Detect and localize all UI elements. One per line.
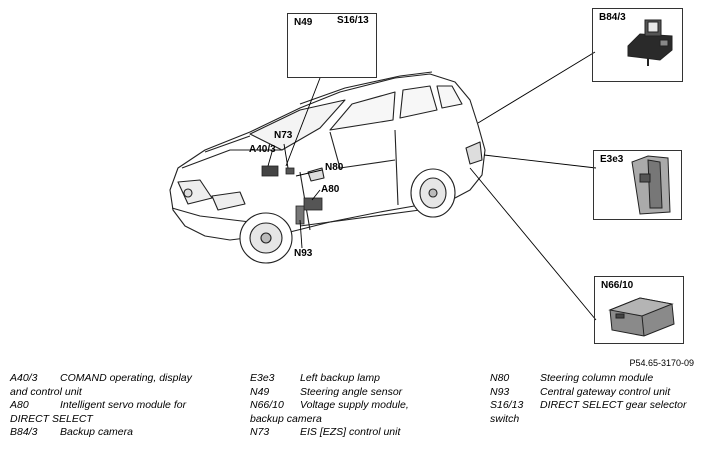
legend-desc-cont: DIRECT SELECT: [10, 412, 93, 425]
component-markers: [261, 165, 323, 225]
inset-n66: N66/10: [594, 276, 684, 344]
inset-b84: B84/3: [592, 8, 683, 82]
inset-label-b84: B84/3: [599, 12, 626, 23]
legend-desc: EIS [EZS] control unit: [300, 426, 401, 439]
a80-marker: [303, 197, 323, 211]
legend-desc: Voltage supply module,: [300, 399, 409, 412]
legend-item: S16/13 DIRECT SELECT gear selector: [490, 399, 686, 413]
legend-item: N49 Steering angle sensor: [250, 386, 409, 400]
voltage-module-illustration: [608, 297, 675, 337]
legend-item: N80 Steering column module: [490, 372, 686, 386]
vehicle-diagram: [169, 19, 675, 337]
legend-column-3: N80 Steering column module N93 Central g…: [490, 372, 686, 426]
legend-desc-cont: and control unit: [10, 385, 82, 398]
callout-n80: N80: [325, 162, 344, 173]
legend-code: A40/3: [10, 372, 38, 384]
legend-code: N80: [490, 372, 510, 384]
callout-n73: N73: [274, 130, 293, 141]
legend-desc: COMAND operating, display: [60, 372, 192, 384]
callout-a80: A80: [321, 184, 340, 195]
inset-label-s16: S16/13: [337, 15, 369, 26]
inset-label-e3e3: E3e3: [600, 154, 624, 165]
suv-illustration: [169, 71, 486, 264]
legend-desc: Steering column module: [540, 372, 654, 384]
legend-desc: DIRECT SELECT gear selector: [540, 399, 687, 412]
n73-marker: [285, 167, 295, 175]
inset-n49-s16: N49 S16/13: [287, 13, 377, 78]
legend-item: B84/3 Backup camera: [10, 426, 192, 440]
legend-item: A40/3 COMAND operating, display: [10, 372, 192, 386]
callout-n93: N93: [294, 248, 313, 259]
legend-desc: Backup camera: [60, 426, 133, 439]
legend-code: N73: [250, 426, 270, 439]
inset-label-n49: N49: [294, 17, 313, 28]
callout-a40: A40/3: [249, 144, 276, 155]
figure-reference: P54.65-3170-09: [629, 358, 694, 368]
inset-label-n66: N66/10: [601, 280, 634, 291]
legend-desc: Left backup lamp: [300, 372, 380, 384]
legend-code: N49: [250, 385, 270, 398]
legend-item: N73 EIS [EZS] control unit: [250, 426, 409, 440]
legend-desc: Intelligent servo module for: [60, 399, 187, 412]
legend-desc-cont: switch: [490, 412, 520, 425]
legend-desc: Steering angle sensor: [300, 385, 403, 398]
legend-desc: Central gateway control unit: [540, 385, 671, 398]
legend-item: N66/10 Voltage supply module,: [250, 399, 409, 413]
legend-item: E3e3 Left backup lamp: [250, 372, 409, 386]
backup-lamp-illustration: [631, 155, 671, 215]
legend-code: A80: [10, 399, 29, 412]
legend-item: A80 Intelligent servo module for: [10, 399, 192, 413]
leader-lines: [267, 51, 597, 321]
legend-item: N93 Central gateway control unit: [490, 386, 686, 400]
inset-e3e3: E3e3: [593, 150, 682, 220]
backup-camera-illustration: [627, 19, 673, 66]
legend-code: N93: [490, 385, 510, 398]
legend-code: E3e3: [250, 372, 275, 384]
legend-column-2: E3e3 Left backup lamp N49 Steering angle…: [250, 372, 409, 440]
legend-code: N66/10: [250, 399, 284, 412]
legend-desc-cont: backup camera: [250, 412, 322, 425]
legend-column-1: A40/3 COMAND operating, display and cont…: [10, 372, 192, 440]
legend-code: S16/13: [490, 399, 524, 412]
legend-code: B84/3: [10, 426, 38, 439]
a40-marker: [261, 165, 279, 177]
